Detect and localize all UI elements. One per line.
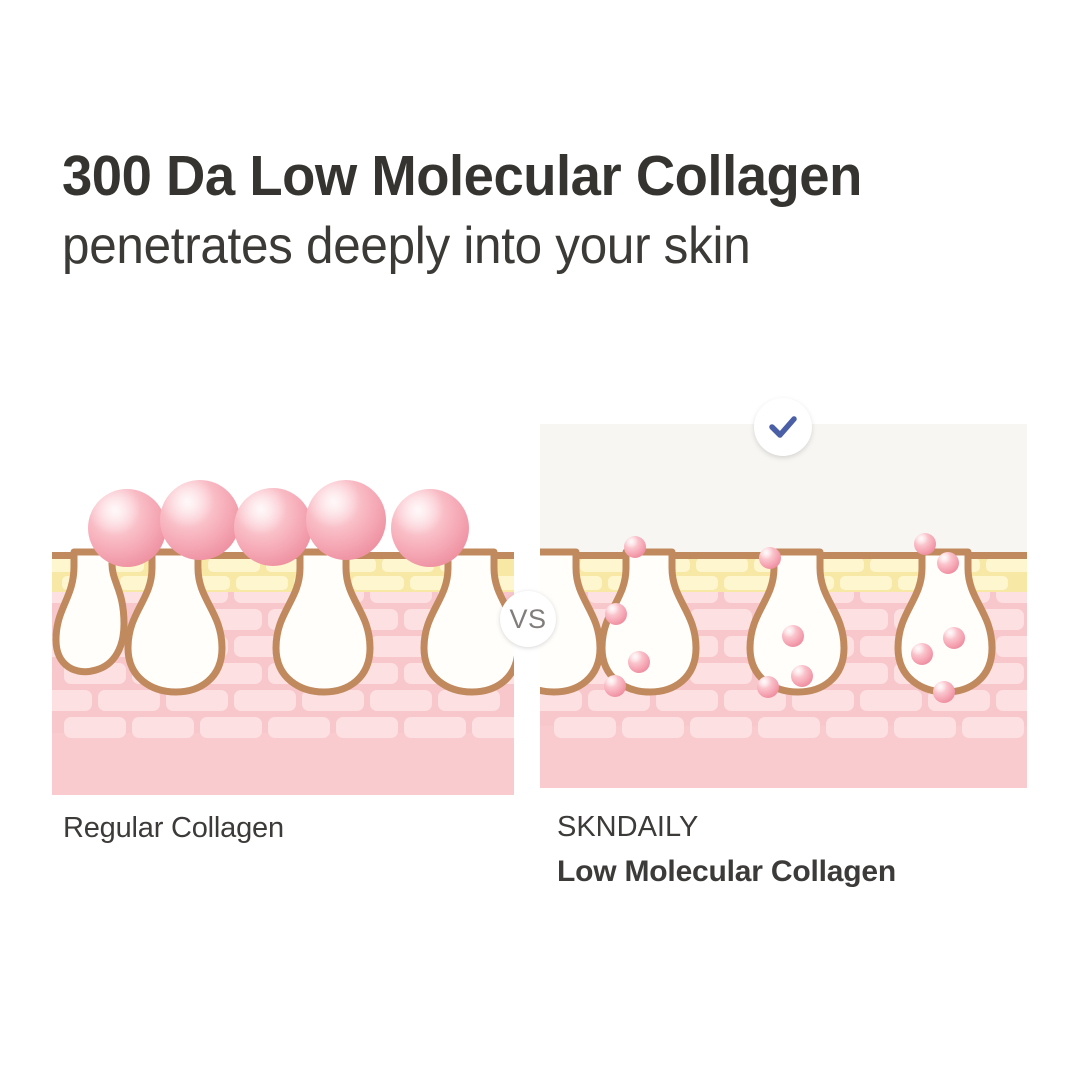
collagen-particle (937, 552, 959, 574)
check-badge (754, 398, 812, 456)
pores-right (540, 548, 996, 696)
low-molecular-collagen-molecules (604, 533, 965, 703)
collagen-particle (624, 536, 646, 558)
collagen-particle (911, 643, 933, 665)
page-title: 300 Da Low Molecular Collagen (62, 144, 862, 208)
collagen-molecule (88, 489, 166, 567)
collagen-particle (943, 627, 965, 649)
collagen-particle (757, 676, 779, 698)
collagen-particle (628, 651, 650, 673)
collagen-particle (604, 675, 626, 697)
caption-brand-name: SKNDAILY (557, 811, 699, 843)
collagen-particle (605, 603, 627, 625)
collagen-particle (914, 533, 936, 555)
collagen-particle (933, 681, 955, 703)
regular-collagen-panel (52, 470, 514, 795)
collagen-molecule (306, 480, 386, 560)
collagen-particle (791, 665, 813, 687)
low-molecular-collagen-panel (540, 424, 1027, 788)
pores-left (52, 548, 514, 696)
collagen-molecule (234, 488, 312, 566)
regular-collagen-diagram (52, 480, 514, 795)
vs-badge: VS (500, 591, 556, 647)
collagen-particle (782, 625, 804, 647)
collagen-particle (759, 547, 781, 569)
collagen-molecule (391, 489, 469, 567)
collagen-molecule (160, 480, 240, 560)
caption-regular-collagen: Regular Collagen (63, 812, 284, 844)
heading-block: 300 Da Low Molecular Collagen penetrates… (62, 144, 1022, 277)
page-subtitle: penetrates deeply into your skin (62, 216, 751, 275)
low-molecular-collagen-diagram (540, 424, 1027, 788)
check-icon (769, 416, 797, 438)
caption-product-name: Low Molecular Collagen (557, 855, 896, 888)
regular-collagen-molecules (88, 480, 469, 567)
vs-label: VS (509, 603, 547, 634)
